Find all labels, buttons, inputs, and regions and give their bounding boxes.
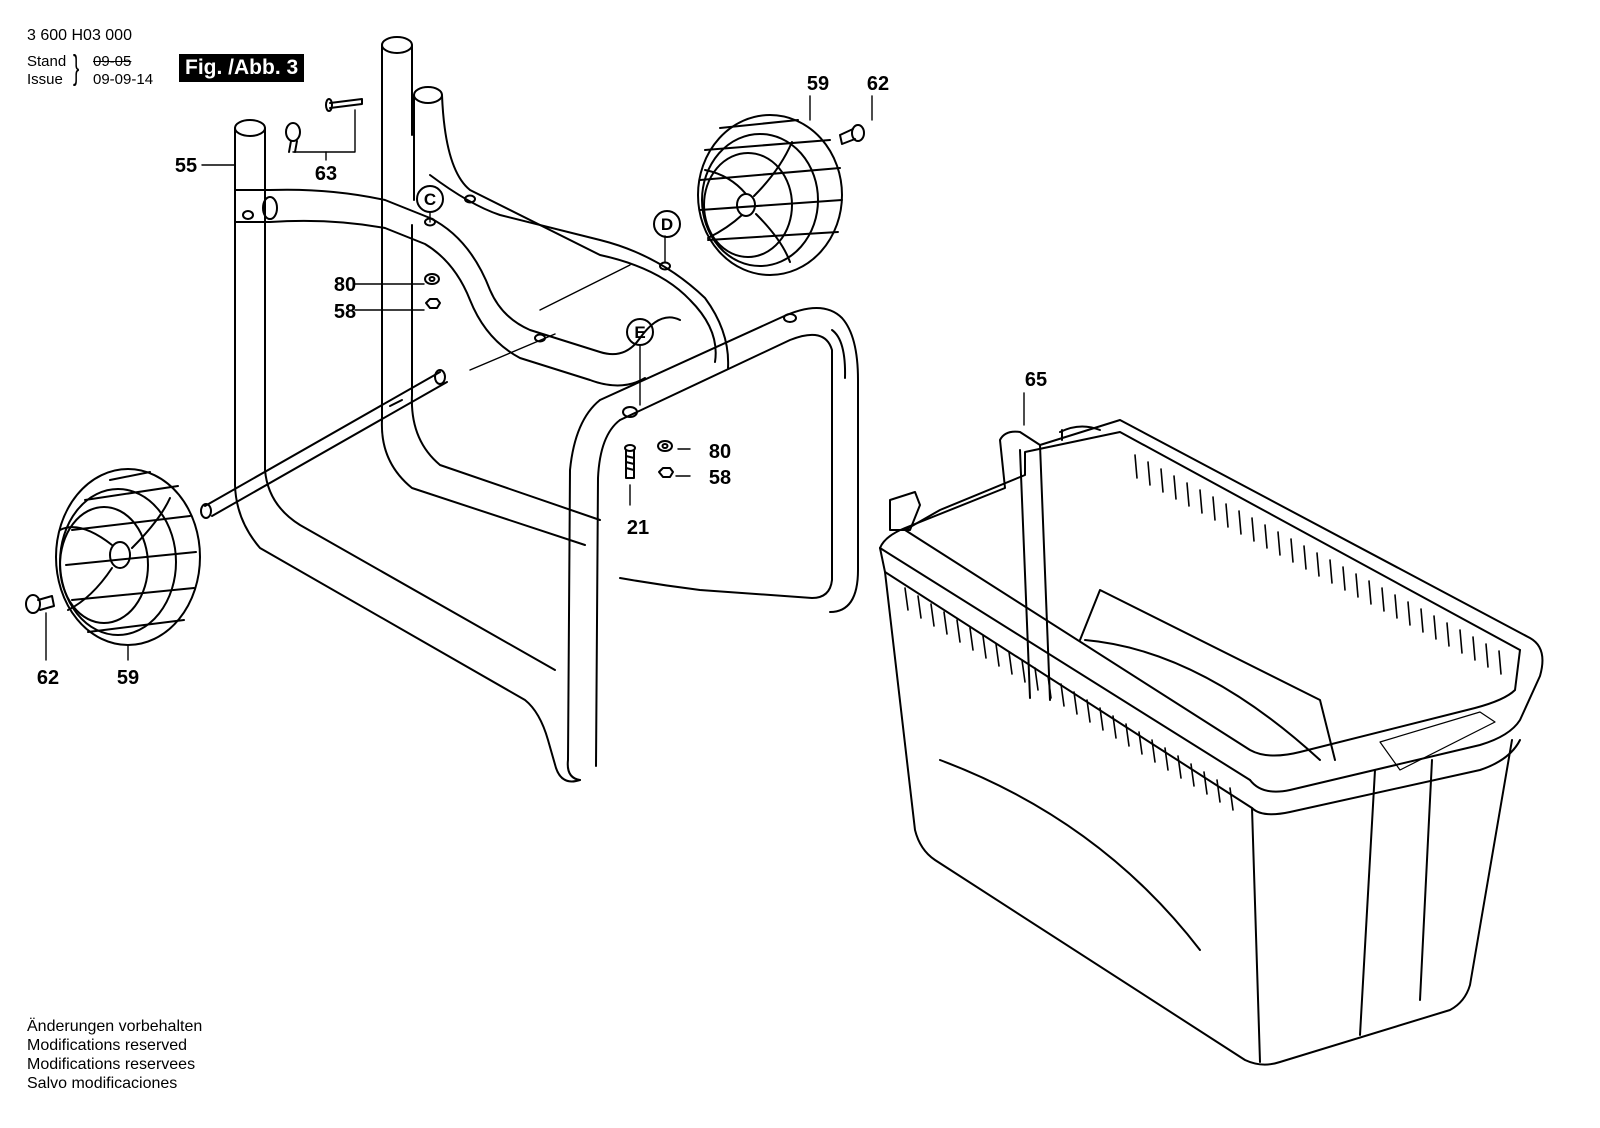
callout-58-upper: 58 bbox=[334, 301, 356, 323]
callout-58-lower: 58 bbox=[709, 467, 731, 489]
stand-date: 09-05 bbox=[93, 53, 132, 70]
screw-part-62-right bbox=[839, 124, 865, 145]
reference-circle-c bbox=[416, 185, 444, 213]
screw-part-62-left bbox=[25, 594, 55, 614]
frame-part-55 bbox=[200, 36, 859, 783]
wheel-part-59-right bbox=[697, 114, 843, 276]
callout-80-upper: 80 bbox=[334, 274, 356, 296]
stand-label: Stand bbox=[27, 53, 67, 70]
date-brace-icon: } bbox=[73, 49, 80, 87]
reference-circle-e bbox=[626, 318, 654, 346]
leader-lines bbox=[45, 95, 1025, 661]
nut-part-58-upper bbox=[425, 298, 441, 309]
reference-mark-e: E bbox=[634, 323, 645, 342]
figure-label: Fig. /Abb. 3 bbox=[179, 54, 305, 82]
callout-62-left: 62 bbox=[37, 667, 59, 689]
reference-mark-d: D bbox=[661, 215, 673, 234]
note-english: Modifications reserved bbox=[27, 1037, 188, 1054]
reference-mark-c: C bbox=[424, 190, 436, 209]
issue-date: 09-09-14 bbox=[93, 71, 154, 88]
callout-80-lower: 80 bbox=[709, 441, 731, 463]
washer-part-80-upper bbox=[424, 273, 440, 285]
footer-notes: Änderungen vorbehalten Modifications res… bbox=[27, 1017, 202, 1093]
wheel-part-59-left bbox=[55, 468, 201, 646]
reference-circle-d bbox=[653, 210, 681, 238]
issue-label: Issue bbox=[27, 71, 63, 88]
document-number: 3 600 H03 000 bbox=[27, 27, 132, 44]
callout-65: 65 bbox=[1025, 369, 1047, 391]
note-german: Änderungen vorbehalten bbox=[27, 1018, 203, 1035]
callout-62-right: 62 bbox=[867, 73, 889, 95]
note-french: Modifications reservees bbox=[27, 1056, 196, 1073]
callout-21: 21 bbox=[627, 517, 649, 539]
washer-part-80-lower bbox=[657, 440, 673, 452]
collection-box-part-65 bbox=[879, 419, 1544, 1066]
screw-part-63 bbox=[285, 98, 363, 153]
callout-59-left: 59 bbox=[117, 667, 139, 689]
note-spanish: Salvo modificaciones bbox=[27, 1075, 178, 1092]
nut-part-58-lower bbox=[658, 467, 674, 478]
callout-55: 55 bbox=[175, 155, 197, 177]
callout-63: 63 bbox=[315, 163, 337, 185]
callout-59-right: 59 bbox=[807, 73, 829, 95]
bolt-part-21 bbox=[624, 444, 636, 479]
box-slots-front bbox=[904, 587, 1234, 811]
box-slots-back bbox=[1134, 454, 1502, 675]
